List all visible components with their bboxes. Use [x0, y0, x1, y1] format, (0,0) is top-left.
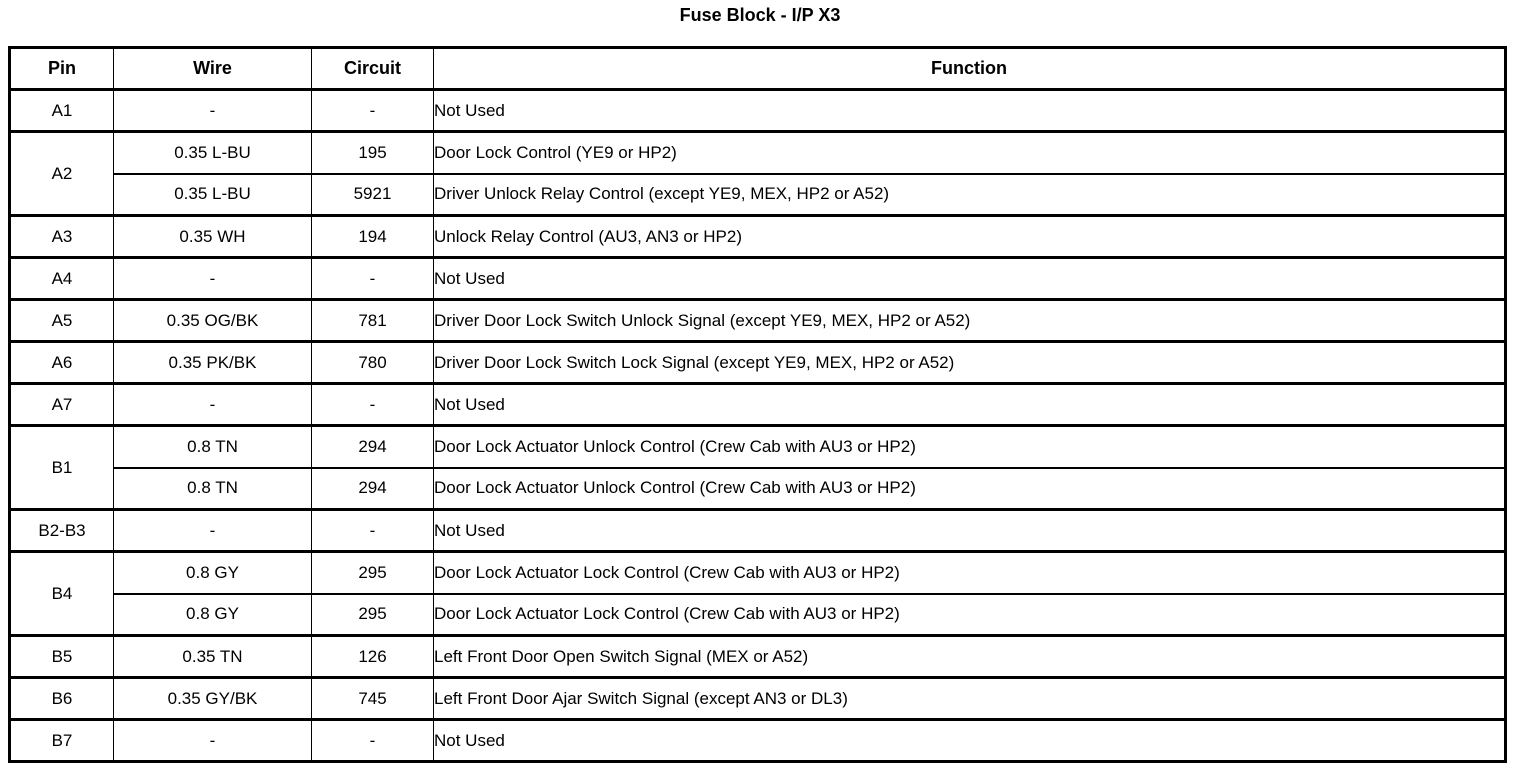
cell-function: Door Lock Actuator Unlock Control (Crew … [433, 424, 1506, 468]
cell-function: Not Used [433, 256, 1506, 300]
cell-wire: 0.8 GY [113, 550, 312, 594]
cell-wire: 0.8 TN [113, 424, 312, 468]
cell-function: Driver Unlock Relay Control (except YE9,… [433, 172, 1506, 216]
cell-circuit: 294 [311, 424, 434, 468]
cell-wire: - [113, 256, 312, 300]
cell-circuit: 745 [311, 676, 434, 720]
cell-pin: B4 [9, 550, 114, 636]
cell-wire: 0.35 PK/BK [113, 340, 312, 384]
cell-function: Unlock Relay Control (AU3, AN3 or HP2) [433, 214, 1506, 258]
cell-pin: A7 [9, 382, 114, 426]
cell-wire: 0.35 OG/BK [113, 298, 312, 342]
cell-pin: B1 [9, 424, 114, 510]
cell-circuit: 295 [311, 550, 434, 594]
page-title: Fuse Block - I/P X3 [679, 5, 841, 25]
cell-function: Door Lock Actuator Unlock Control (Crew … [433, 466, 1506, 510]
cell-wire: - [113, 382, 312, 426]
cell-function: Not Used [433, 718, 1506, 762]
cell-circuit: 295 [311, 592, 434, 636]
cell-wire: 0.35 L-BU [113, 130, 312, 174]
cell-circuit: 5921 [311, 172, 434, 216]
cell-circuit: - [311, 256, 434, 300]
table-header: Pin Wire Circuit Function [9, 47, 1506, 91]
cell-pin: A3 [9, 214, 114, 258]
cell-circuit: 781 [311, 298, 434, 342]
column-header-wire: Wire [113, 47, 312, 91]
cell-function: Door Lock Control (YE9 or HP2) [433, 130, 1506, 174]
table-header-row: Pin Wire Circuit Function [9, 47, 1506, 91]
cell-circuit: 126 [311, 634, 434, 678]
cell-pin: A2 [9, 130, 114, 216]
column-header-circuit: Circuit [311, 47, 434, 91]
cell-wire: 0.35 GY/BK [113, 676, 312, 720]
cell-function: Door Lock Actuator Lock Control (Crew Ca… [433, 550, 1506, 594]
table-row: B7--Not Used [9, 718, 1506, 762]
cell-function: Left Front Door Open Switch Signal (MEX … [433, 634, 1506, 678]
cell-wire: 0.35 TN [113, 634, 312, 678]
cell-circuit: - [311, 718, 434, 762]
cell-function: Door Lock Actuator Lock Control (Crew Ca… [433, 592, 1506, 636]
cell-function: Driver Door Lock Switch Unlock Signal (e… [433, 298, 1506, 342]
cell-circuit: 780 [311, 340, 434, 384]
cell-circuit: 194 [311, 214, 434, 258]
cell-wire: 0.35 WH [113, 214, 312, 258]
cell-function: Not Used [433, 508, 1506, 552]
cell-pin: B5 [9, 634, 114, 678]
cell-function: Left Front Door Ajar Switch Signal (exce… [433, 676, 1506, 720]
table-row: B2-B3--Not Used [9, 508, 1506, 552]
table-row: A7--Not Used [9, 382, 1506, 426]
column-header-pin: Pin [9, 47, 114, 91]
cell-circuit: - [311, 88, 434, 132]
cell-wire: 0.35 L-BU [113, 172, 312, 216]
cell-wire: 0.8 GY [113, 592, 312, 636]
cell-pin: A4 [9, 256, 114, 300]
cell-function: Not Used [433, 88, 1506, 132]
cell-pin: B7 [9, 718, 114, 762]
cell-wire: - [113, 508, 312, 552]
cell-pin: B2-B3 [9, 508, 114, 552]
cell-circuit: 294 [311, 466, 434, 510]
cell-wire: 0.8 TN [113, 466, 312, 510]
cell-function: Not Used [433, 382, 1506, 426]
table-row: A4--Not Used [9, 256, 1506, 300]
cell-pin: A6 [9, 340, 114, 384]
cell-wire: - [113, 88, 312, 132]
column-header-function: Function [433, 47, 1506, 91]
cell-function: Driver Door Lock Switch Lock Signal (exc… [433, 340, 1506, 384]
table-row: A1--Not Used [9, 88, 1506, 132]
cell-circuit: 195 [311, 130, 434, 174]
cell-pin: A1 [9, 88, 114, 132]
cell-pin: A5 [9, 298, 114, 342]
cell-pin: B6 [9, 676, 114, 720]
cell-circuit: - [311, 508, 434, 552]
cell-wire: - [113, 718, 312, 762]
cell-circuit: - [311, 382, 434, 426]
